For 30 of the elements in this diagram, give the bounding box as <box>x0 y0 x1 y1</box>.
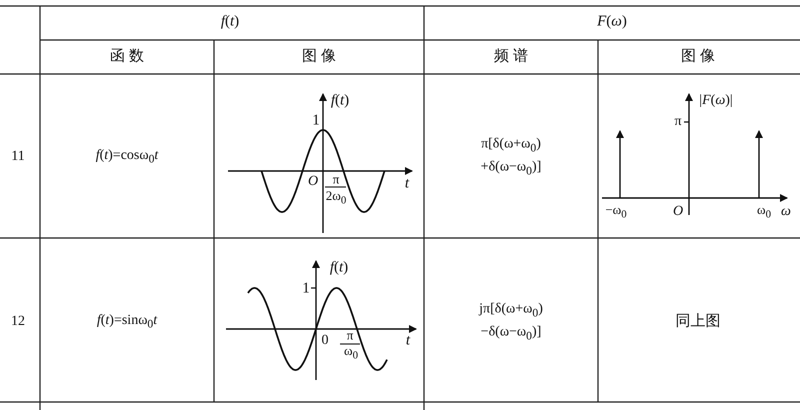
column-header: 图 像 <box>302 48 336 66</box>
formula: f(t)=cosω$_{0}$t <box>96 148 158 166</box>
tick-label: π <box>332 172 340 188</box>
row-number: 11 <box>11 148 25 166</box>
axis-label: ω <box>781 204 791 220</box>
axis-label: t <box>406 332 410 350</box>
axis-label: t <box>404 175 410 193</box>
column-header: F(ω) <box>597 13 627 31</box>
formula: π[δ(ω+ω$_{0}$) +δ(ω−ω$_{0}$)] <box>480 136 542 180</box>
tick-label: 1 <box>312 112 320 130</box>
origin-label: O <box>672 204 684 220</box>
note: 同上图 <box>676 313 720 331</box>
tick-label: ω$_{0}$ <box>757 202 771 222</box>
axis-label: f(t) <box>330 92 350 110</box>
tick-label: π <box>674 114 682 130</box>
column-header: f(t) <box>220 13 240 31</box>
axis-label: |F(ω)| <box>699 92 733 110</box>
tick-label: ω$_{0}$ <box>344 344 358 362</box>
column-header: 函 数 <box>110 48 144 66</box>
formula: f(t)=sinω$_{0}$t <box>96 312 158 332</box>
column-header: 图 像 <box>681 48 715 66</box>
axis-label: f(t) <box>330 259 348 277</box>
column-header: 频 谱 <box>494 48 528 66</box>
origin-label: O <box>308 174 318 190</box>
origin-label: 0 <box>322 332 328 350</box>
tick-label: 1 <box>302 280 310 298</box>
row-number: 12 <box>11 314 25 330</box>
formula: jπ[δ(ω+ω$_{0}$) −δ(ω−ω$_{0}$)] <box>478 300 544 345</box>
tick-label: π <box>346 328 354 344</box>
tick-label: −ω$_{0}$ <box>605 202 627 222</box>
